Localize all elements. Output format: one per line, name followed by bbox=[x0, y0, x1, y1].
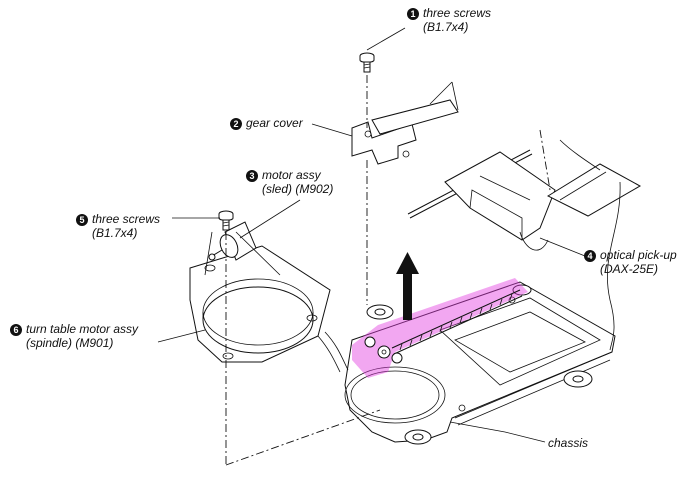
lead-screw bbox=[364, 289, 523, 364]
callout-2-text: gear cover bbox=[246, 116, 303, 130]
screw-top bbox=[359, 52, 375, 73]
sled-drive-highlight bbox=[352, 278, 528, 378]
callout-1-text: three screws bbox=[423, 6, 492, 20]
callout-number-5: 5 bbox=[76, 214, 88, 226]
screw-left bbox=[218, 210, 234, 231]
direction-arrow bbox=[396, 252, 419, 320]
callout-5-spec: (B1.7x4) bbox=[92, 226, 138, 240]
chassis-text: chassis bbox=[548, 436, 589, 450]
callout-1-three-screws: 1 three screws (B1.7x4) bbox=[407, 6, 491, 34]
callout-6-turn-table-motor: 6 turn table motor assy (spindle) (M901) bbox=[10, 322, 138, 350]
callout-leaders bbox=[157, 27, 586, 443]
callout-number-3: 3 bbox=[246, 170, 258, 182]
callout-chassis: chassis bbox=[548, 436, 588, 450]
gear-cover-part bbox=[351, 81, 459, 165]
callout-6-text: turn table motor assy bbox=[26, 322, 139, 336]
callout-3-motor-assy: 3 motor assy (sled) (M902) bbox=[246, 168, 333, 196]
callout-3-text: motor assy bbox=[262, 168, 321, 182]
sled-motor-part bbox=[208, 221, 257, 261]
turn-table-motor-part bbox=[189, 245, 349, 373]
assembly-guide-lines bbox=[204, 75, 621, 466]
callout-4-text: optical pick-up bbox=[600, 248, 677, 262]
callout-5-text: three screws bbox=[92, 212, 161, 226]
callout-6-spec: (spindle) (M901) bbox=[26, 336, 114, 350]
callout-number-4: 4 bbox=[584, 250, 596, 262]
optical-pickup-part bbox=[407, 149, 642, 251]
callout-2-gear-cover: 2 gear cover bbox=[230, 116, 303, 130]
callout-4-spec: (DAX-25E) bbox=[600, 262, 659, 276]
callout-number-2: 2 bbox=[230, 118, 242, 130]
callout-number-1: 1 bbox=[407, 8, 419, 20]
chassis-part bbox=[344, 281, 616, 445]
callout-3-spec: (sled) (M902) bbox=[262, 182, 334, 196]
callout-5-three-screws: 5 three screws (B1.7x4) bbox=[76, 212, 160, 240]
callout-4-optical-pickup: 4 optical pick-up (DAX-25E) bbox=[584, 248, 677, 276]
callout-number-6: 6 bbox=[10, 324, 22, 336]
callout-1-spec: (B1.7x4) bbox=[423, 20, 469, 34]
